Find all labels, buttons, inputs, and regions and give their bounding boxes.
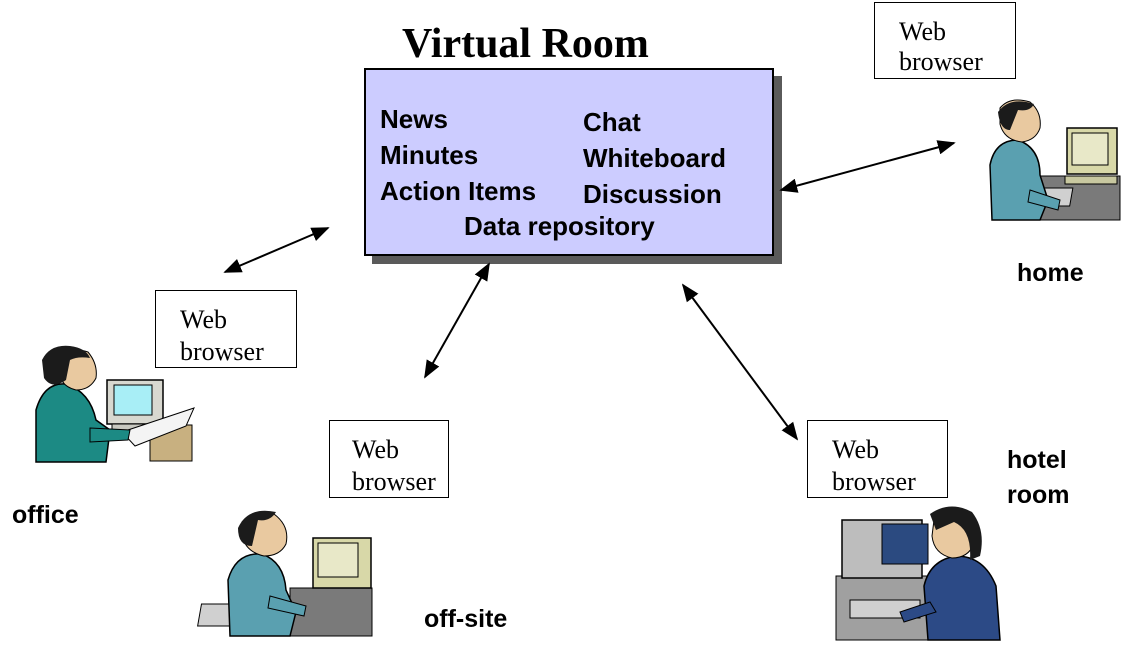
virtual-room-box: News Minutes Action Items Chat Whiteboar…	[364, 68, 774, 256]
person-at-computer-home-icon	[989, 99, 1121, 221]
web-browser-label-line1: Web	[899, 17, 946, 46]
web-browser-label-line2: browser	[899, 47, 983, 76]
person-at-computer-hotel-icon	[835, 506, 1001, 641]
web-browser-label-line2: browser	[180, 337, 264, 366]
diagram-title: Virtual Room	[402, 21, 649, 67]
web-browser-label-line1: Web	[352, 435, 399, 464]
web-browser-box-home: Web browser	[874, 2, 1016, 79]
feature-whiteboard: Whiteboard	[583, 143, 726, 173]
web-browser-label-line1: Web	[832, 435, 879, 464]
location-label-home: home	[1017, 259, 1084, 287]
location-label-offsite: off-site	[424, 605, 508, 633]
feature-data-repository: Data repository	[464, 211, 655, 241]
location-label-hotel-line1: hotel	[1007, 446, 1067, 474]
feature-news: News	[380, 104, 448, 134]
web-browser-box-offsite: Web browser	[329, 420, 449, 498]
feature-action-items: Action Items	[380, 176, 537, 206]
arrow-home-room	[779, 140, 956, 193]
location-label-hotel-line2: room	[1007, 481, 1070, 509]
web-browser-label-line2: browser	[352, 467, 436, 496]
person-at-computer-office-icon	[35, 345, 195, 463]
web-browser-box-office: Web browser	[155, 290, 297, 368]
feature-discussion: Discussion	[583, 179, 722, 209]
arrow-hotel-room	[681, 283, 799, 441]
feature-chat: Chat	[583, 107, 641, 137]
web-browser-box-hotel: Web browser	[807, 420, 948, 498]
web-browser-label-line1: Web	[180, 305, 227, 334]
arrow-office-room	[223, 227, 330, 273]
person-at-computer-offsite-icon	[197, 510, 373, 637]
web-browser-label-line2: browser	[832, 467, 916, 496]
arrow-offsite-room	[424, 262, 490, 379]
feature-minutes: Minutes	[380, 140, 479, 170]
location-label-office: office	[12, 501, 79, 529]
